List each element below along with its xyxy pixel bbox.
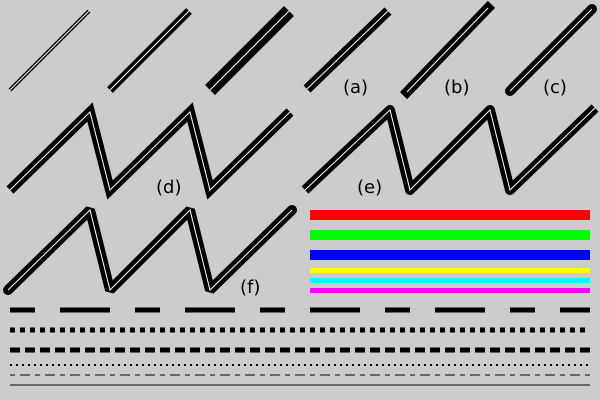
color-bar-cyan [310, 278, 590, 283]
color-bar-red [310, 210, 590, 220]
diagonal-thin [8, 9, 91, 92]
label-f: (f) [240, 277, 261, 298]
label-c: (c) [543, 77, 567, 98]
label-d: (d) [156, 177, 182, 198]
label-a: (a) [343, 77, 369, 98]
label-b: (b) [444, 77, 470, 98]
join-round [301, 104, 599, 195]
diagonal-thick [205, 6, 294, 95]
color-bar-green [310, 230, 590, 240]
join-bevel [3, 205, 297, 295]
color-bar-magenta [310, 288, 590, 293]
color-bar-yellow [310, 268, 590, 273]
color-bars [310, 210, 590, 293]
dash-styles [10, 307, 590, 386]
cap-square [399, 0, 496, 100]
join-miter [6, 102, 294, 200]
cap-round [505, 4, 597, 96]
cap-butt [303, 7, 392, 93]
color-bar-blue [310, 250, 590, 260]
diagonal-medium [107, 8, 192, 93]
label-e: (e) [357, 177, 383, 198]
